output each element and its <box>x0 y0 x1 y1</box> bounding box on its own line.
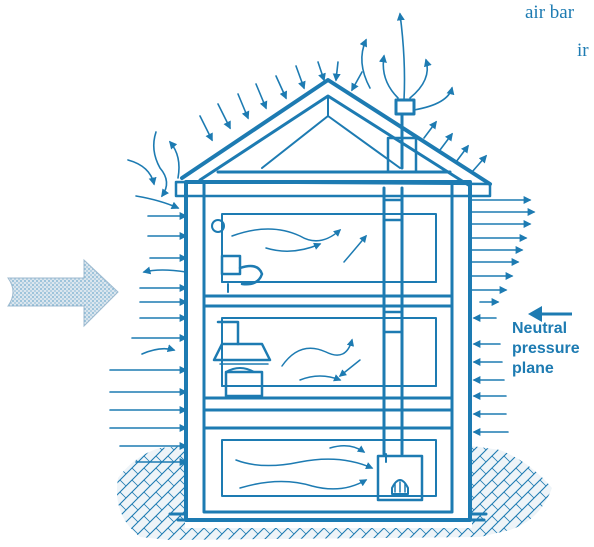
chimney-chase <box>384 188 402 462</box>
body-text-line-2: ir <box>577 40 589 62</box>
infiltration-arrows-left <box>110 132 186 462</box>
air-arrows-right <box>470 200 534 432</box>
body-text-line-1: air bar <box>525 2 574 24</box>
ground <box>117 446 552 540</box>
neutral-plane-label-line-1: Neutral <box>512 319 567 338</box>
furnace <box>378 456 422 500</box>
neutral-plane-label-line-3: plane <box>512 359 554 378</box>
neutral-plane-label-line-2: pressure <box>512 339 580 358</box>
roof <box>182 80 490 186</box>
wind-arrow-icon <box>8 260 118 326</box>
